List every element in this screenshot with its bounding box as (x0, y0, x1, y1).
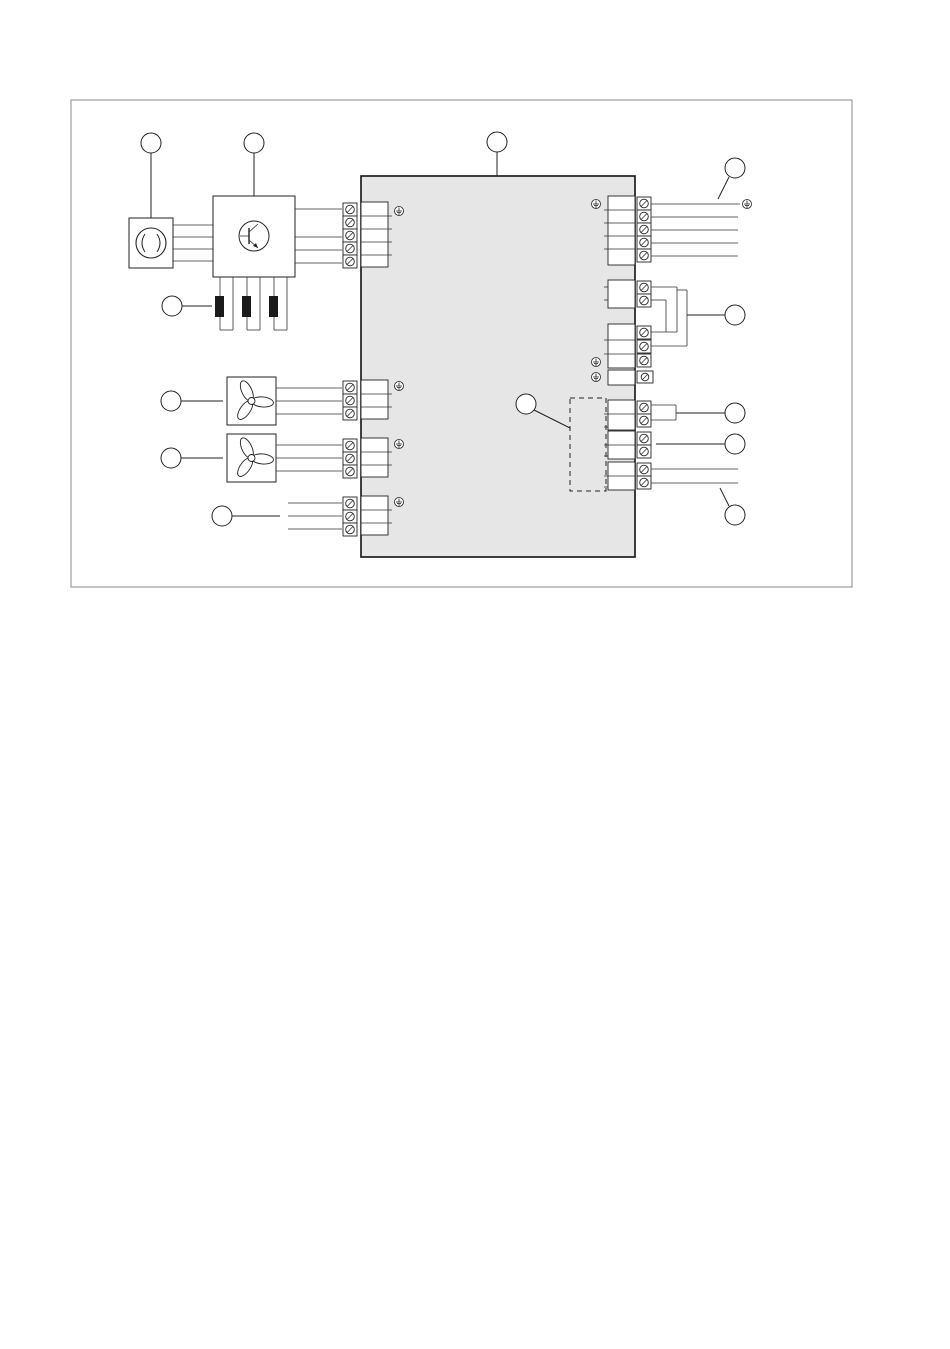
ground-icon (395, 440, 404, 449)
inductor-icon (215, 296, 224, 317)
ground-icon (743, 200, 752, 209)
inductor-icon (269, 296, 278, 317)
ground-icon (395, 207, 404, 216)
terminal-block-right-2 (604, 280, 651, 308)
compressor-icon (136, 228, 166, 258)
ground-icon (395, 498, 404, 507)
terminal-block-right-6 (604, 431, 651, 459)
ground-icon (592, 358, 601, 367)
ground-icon (592, 200, 601, 209)
transistor-icon (239, 221, 269, 251)
inductor-icon (242, 296, 251, 317)
ground-icon (395, 382, 404, 391)
ground-icon (592, 373, 601, 382)
